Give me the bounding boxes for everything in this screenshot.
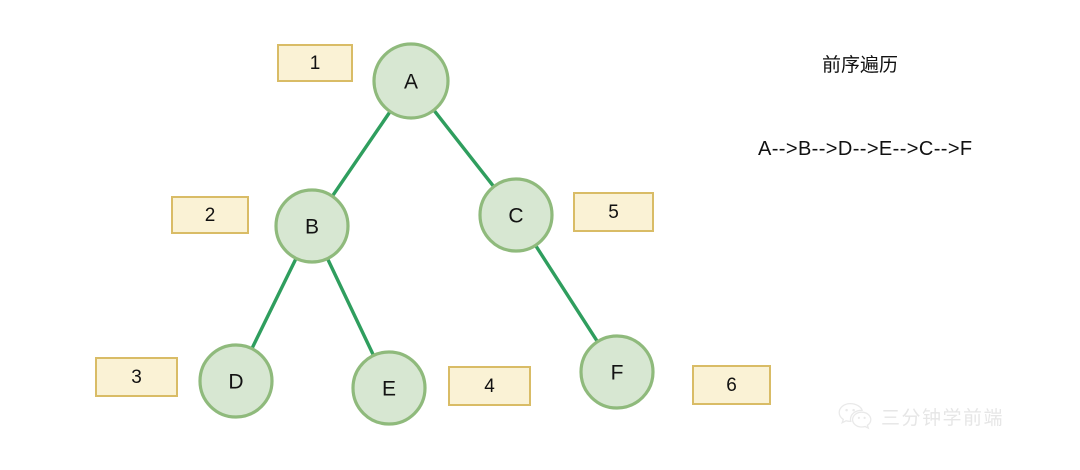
tree-node-e[interactable]: E bbox=[351, 350, 427, 426]
tree-edge-b-e bbox=[325, 255, 376, 359]
tree-node-a[interactable]: A bbox=[372, 42, 450, 120]
watermark: 三分钟学前端 bbox=[838, 402, 1004, 430]
order-label-3: 3 bbox=[95, 357, 178, 397]
node-label-d: D bbox=[228, 371, 243, 394]
order-label-1: 1 bbox=[277, 44, 353, 82]
traversal-sequence: A-->B-->D-->E-->C-->F bbox=[758, 138, 973, 160]
node-label-a: A bbox=[404, 71, 418, 94]
order-label-6: 6 bbox=[692, 365, 771, 405]
node-label-f: F bbox=[611, 362, 624, 385]
watermark-text: 三分钟学前端 bbox=[881, 407, 1005, 429]
node-label-c: C bbox=[508, 205, 523, 228]
tree-edge-c-f bbox=[533, 242, 600, 345]
node-circle-c bbox=[478, 177, 554, 253]
node-circle-e bbox=[351, 350, 427, 426]
tree-edge-a-b bbox=[330, 109, 393, 199]
tree-edges bbox=[249, 107, 600, 359]
tree-node-b[interactable]: B bbox=[274, 188, 350, 264]
tree-nodes: A B C D E F bbox=[198, 42, 655, 426]
node-circle-d bbox=[198, 343, 274, 419]
traversal-title: 前序遍历 bbox=[822, 55, 899, 76]
node-label-b: B bbox=[305, 216, 319, 239]
tree-node-d[interactable]: D bbox=[198, 343, 274, 419]
node-circle-f bbox=[579, 334, 655, 410]
node-label-e: E bbox=[382, 378, 396, 401]
order-label-5: 5 bbox=[573, 192, 654, 232]
order-label-4: 4 bbox=[448, 366, 531, 406]
node-circle-a bbox=[372, 42, 450, 120]
tree-edge-b-d bbox=[249, 255, 299, 352]
tree-node-c[interactable]: C bbox=[478, 177, 554, 253]
order-label-2: 2 bbox=[171, 196, 249, 234]
wechat-icon bbox=[838, 402, 872, 430]
node-circle-b bbox=[274, 188, 350, 264]
tree-node-f[interactable]: F bbox=[579, 334, 655, 410]
tree-edge-a-c bbox=[431, 107, 497, 190]
